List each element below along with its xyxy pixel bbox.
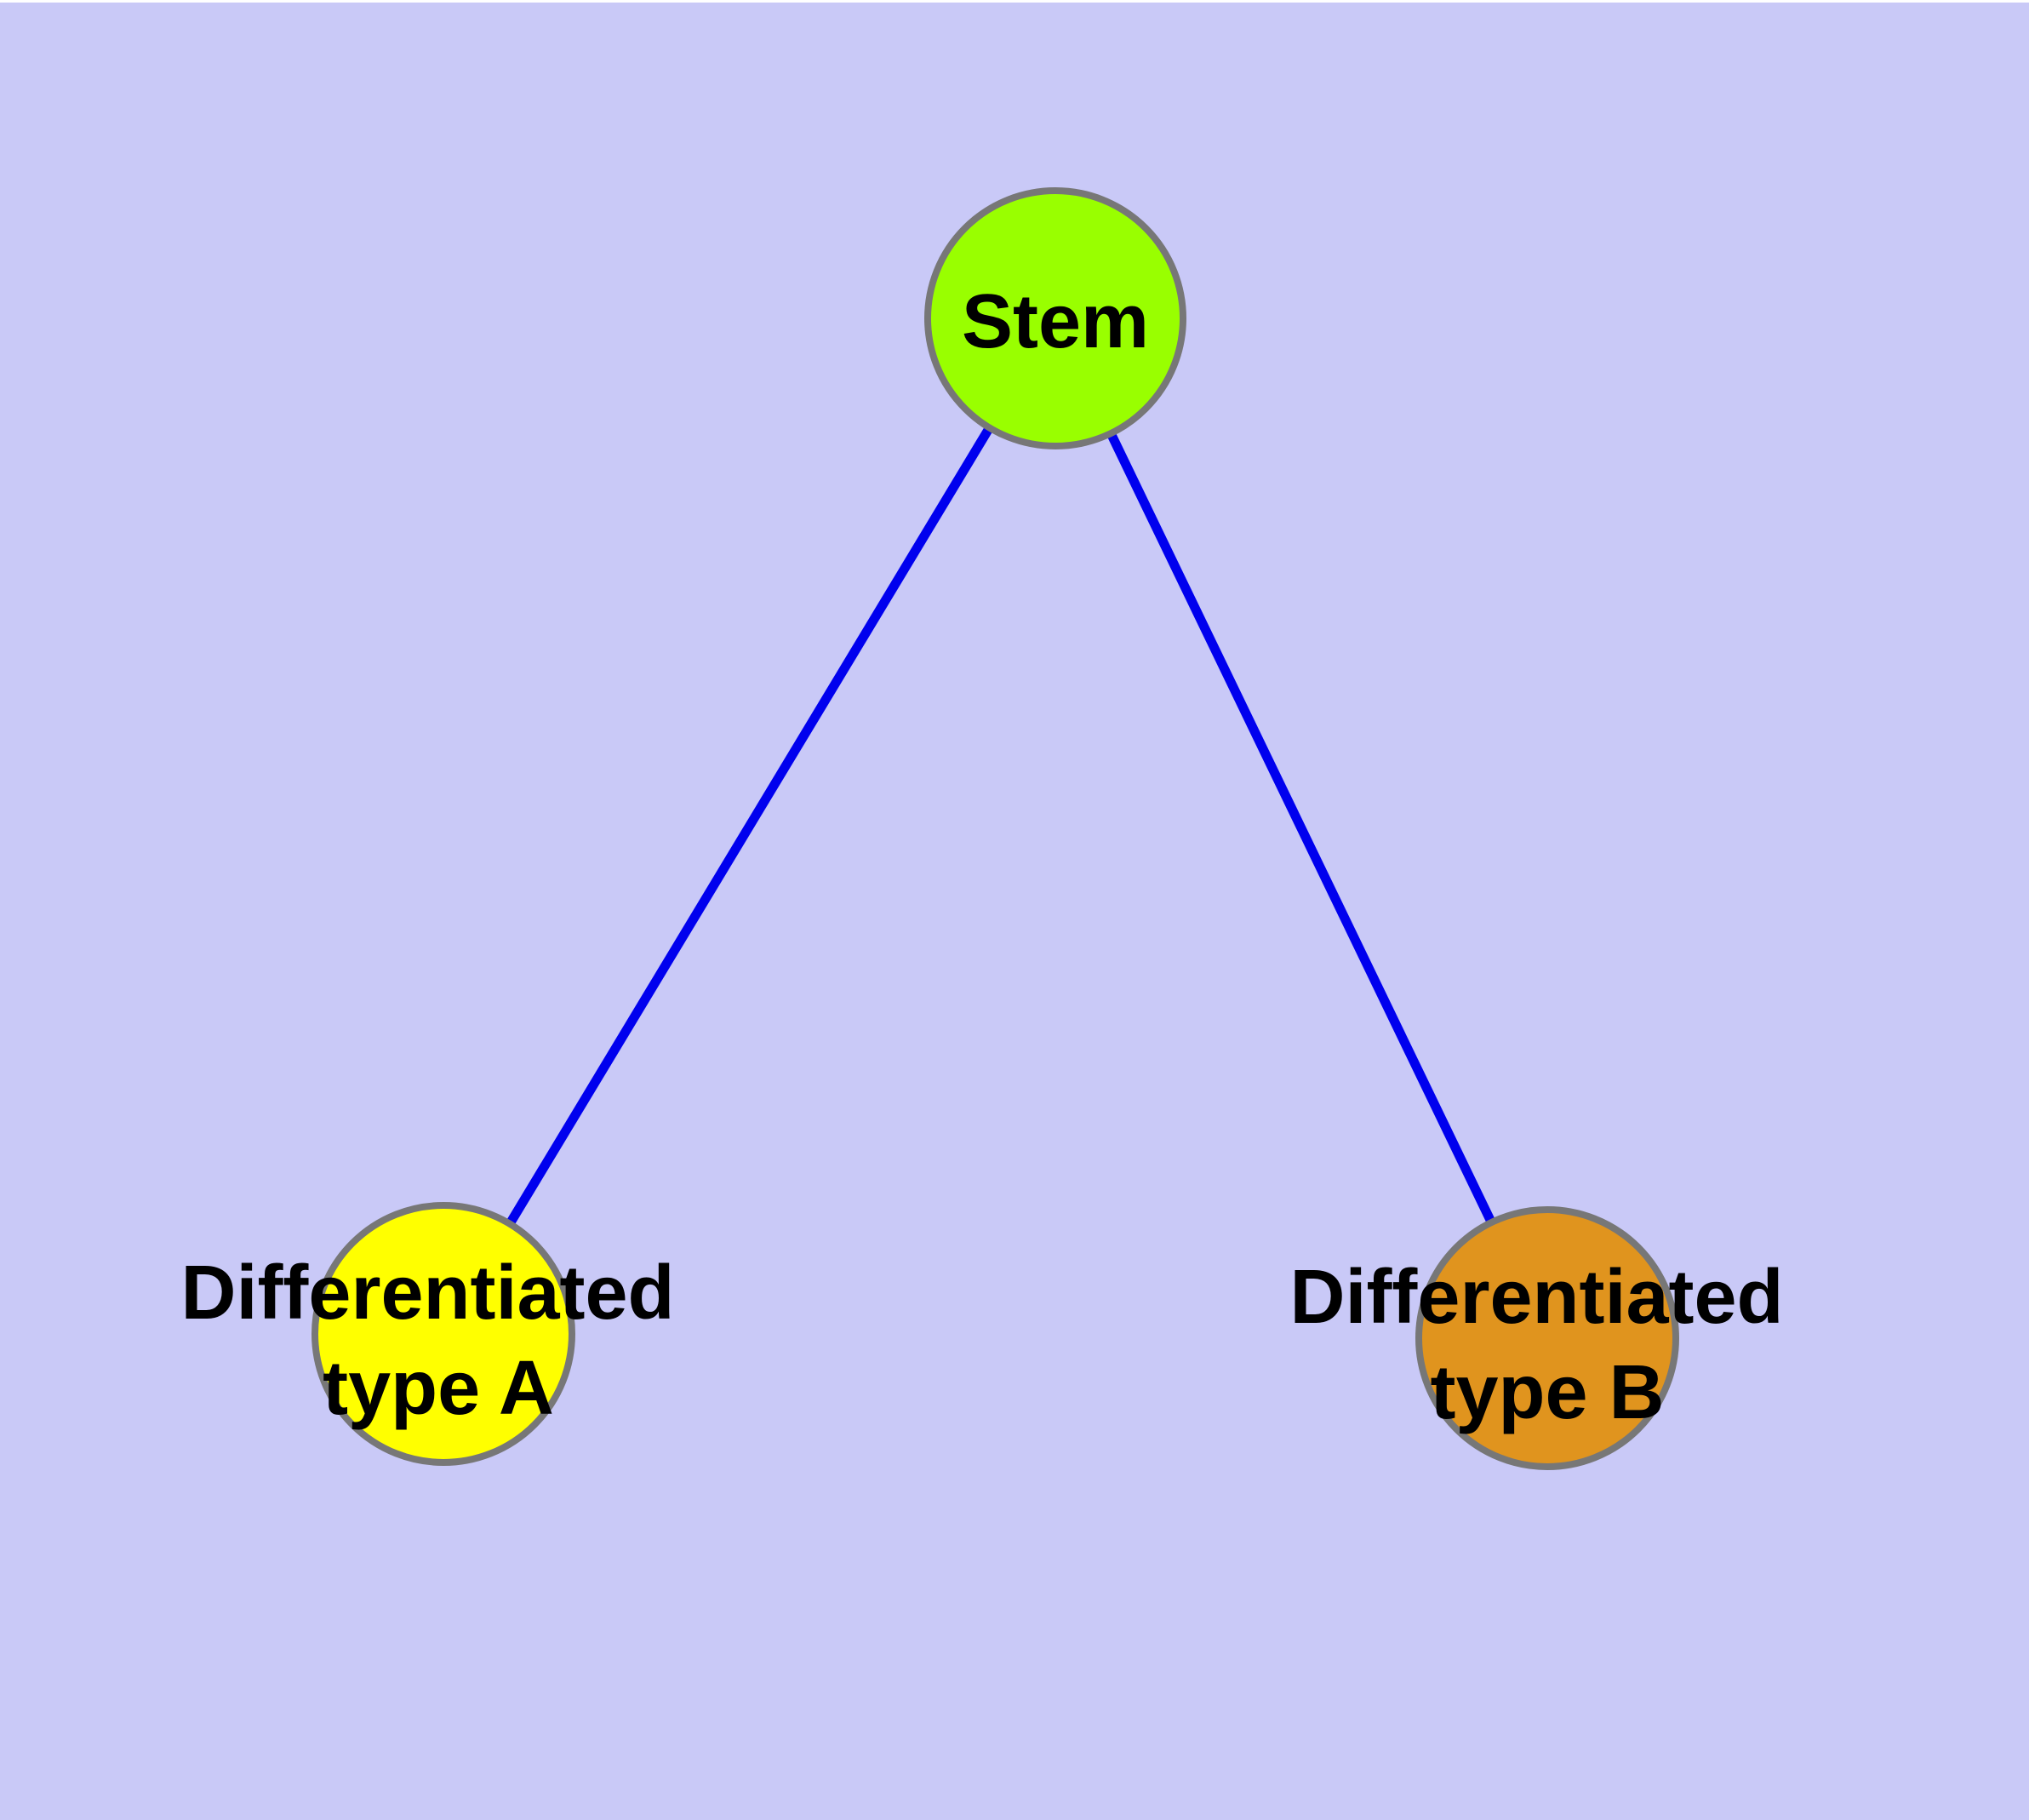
edge-stem-to-type-b	[1051, 316, 1552, 1341]
node-type-a-circle	[311, 1202, 575, 1466]
node-type-a-label: Differentiated type A	[180, 1251, 695, 1431]
node-type-b-label-line2: type B	[1430, 1350, 1664, 1435]
node-type-a-label-line1: Differentiated	[180, 1251, 674, 1336]
node-type-a-label-line2: type A	[323, 1346, 554, 1431]
node-type-b-label-line1: Differentiated	[1289, 1255, 1783, 1340]
node-stem-circle	[924, 187, 1186, 449]
nodes-layer	[311, 187, 1679, 1470]
node-type-b-label: Differentiated type B	[1289, 1255, 1804, 1435]
labels-layer: Stem Differentiated type A Differentiate…	[180, 279, 1804, 1435]
edge-stem-to-type-a	[439, 316, 1060, 1336]
node-type-b-circle	[1415, 1206, 1679, 1470]
edges-layer	[439, 316, 1552, 1341]
node-stem-label: Stem	[962, 279, 1149, 364]
